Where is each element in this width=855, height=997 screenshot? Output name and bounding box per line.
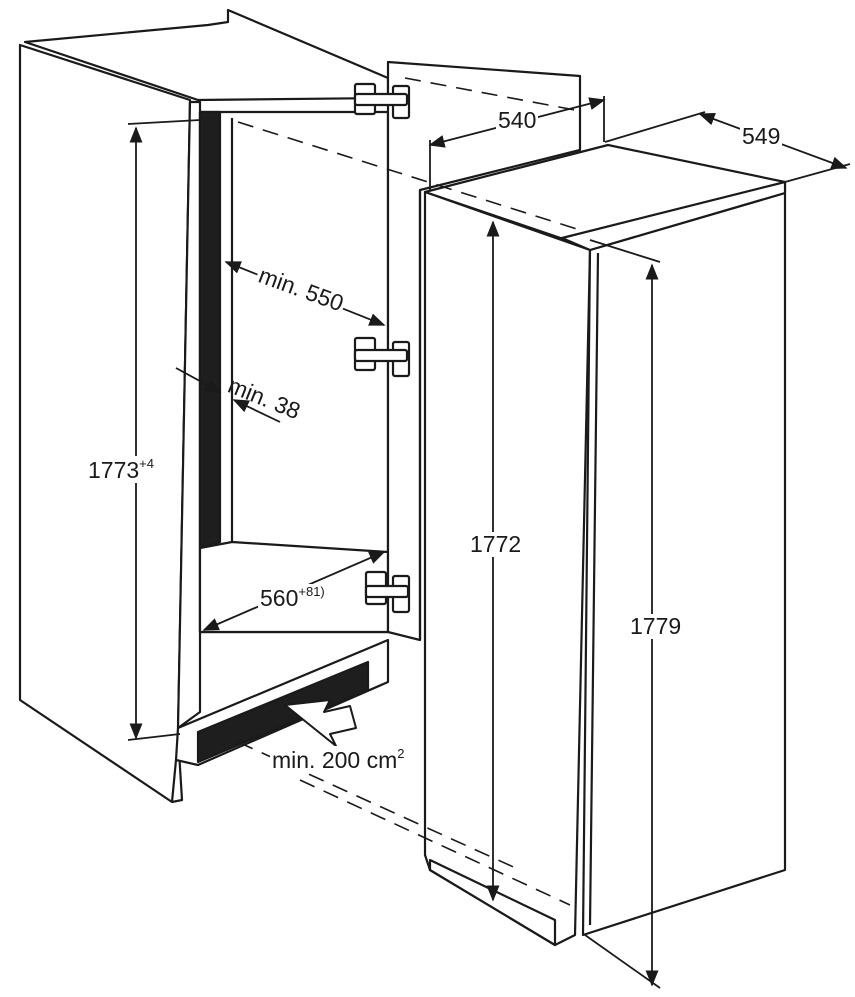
appliance-front — [581, 191, 787, 937]
cabinet-top — [23, 8, 390, 102]
ventilation-arrow — [284, 699, 357, 747]
label-appliance-depth: 549 — [740, 123, 783, 149]
plinth-vent-opening — [196, 660, 370, 764]
appliance-door — [560, 180, 787, 252]
appliance-base — [428, 858, 557, 947]
hinge-top — [353, 82, 411, 120]
rear-ventilation-gap — [198, 110, 222, 550]
cabinet-side-panel — [18, 43, 192, 804]
label-ventilation-min: min. 200 cm2 — [270, 746, 407, 773]
appliance-left-side — [423, 190, 592, 947]
label-niche-height: 1773+4 — [86, 456, 156, 483]
label-appliance-body-height: 1772 — [468, 531, 524, 557]
cabinet-front-frame — [176, 100, 202, 730]
label-appliance-width: 540 — [496, 107, 539, 133]
label-appliance-total-height: 1779 — [628, 613, 684, 639]
label-niche-width: 560+81) — [258, 584, 327, 611]
hinge-middle — [353, 336, 411, 378]
